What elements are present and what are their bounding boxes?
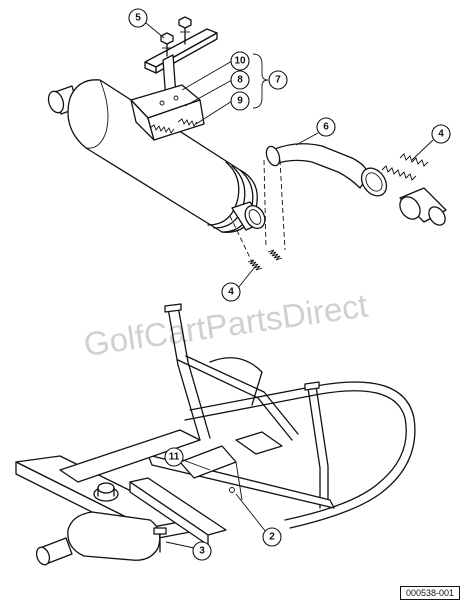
callout-part-8: 8 — [230, 70, 250, 90]
callout-part-4-lower: 4 — [221, 282, 241, 302]
frame-assembly — [15, 303, 416, 566]
callout-part-10: 10 — [230, 51, 250, 71]
bolt-icon — [153, 527, 167, 553]
tail-pipe — [399, 153, 447, 226]
muffler-clamp — [130, 84, 205, 141]
bolt-icon — [160, 32, 174, 57]
callout-label: 5 — [135, 13, 141, 24]
callouts: 5 10 8 7 9 6 4 4 — [128, 8, 451, 561]
muffler — [47, 79, 266, 233]
bushing-icon — [93, 482, 119, 502]
callout-part-4-upper: 4 — [431, 124, 451, 144]
callout-label: 2 — [269, 532, 275, 543]
callout-label: 4 — [438, 129, 444, 140]
leader-lines — [145, 22, 434, 549]
callout-part-7: 7 — [268, 70, 288, 90]
callout-part-11: 11 — [164, 447, 184, 467]
callout-label: 8 — [237, 75, 243, 86]
callout-label: 4 — [228, 287, 234, 298]
bolt-icon — [178, 16, 192, 45]
callout-label: 3 — [199, 546, 205, 557]
callout-part-6: 6 — [316, 117, 336, 137]
callout-label: 11 — [169, 452, 180, 463]
hanger-springs — [229, 159, 286, 271]
callout-part-9: 9 — [230, 91, 250, 111]
callout-part-2: 2 — [262, 527, 282, 547]
callout-label: 10 — [234, 56, 246, 67]
drawing-number: 000538-001 — [399, 586, 460, 600]
callout-label: 7 — [275, 75, 281, 86]
callout-part-5: 5 — [128, 8, 148, 28]
callout-label: 6 — [323, 122, 329, 133]
callout-part-3: 3 — [192, 541, 212, 561]
exhaust-pipe — [265, 143, 417, 197]
callout-label: 9 — [237, 96, 243, 107]
